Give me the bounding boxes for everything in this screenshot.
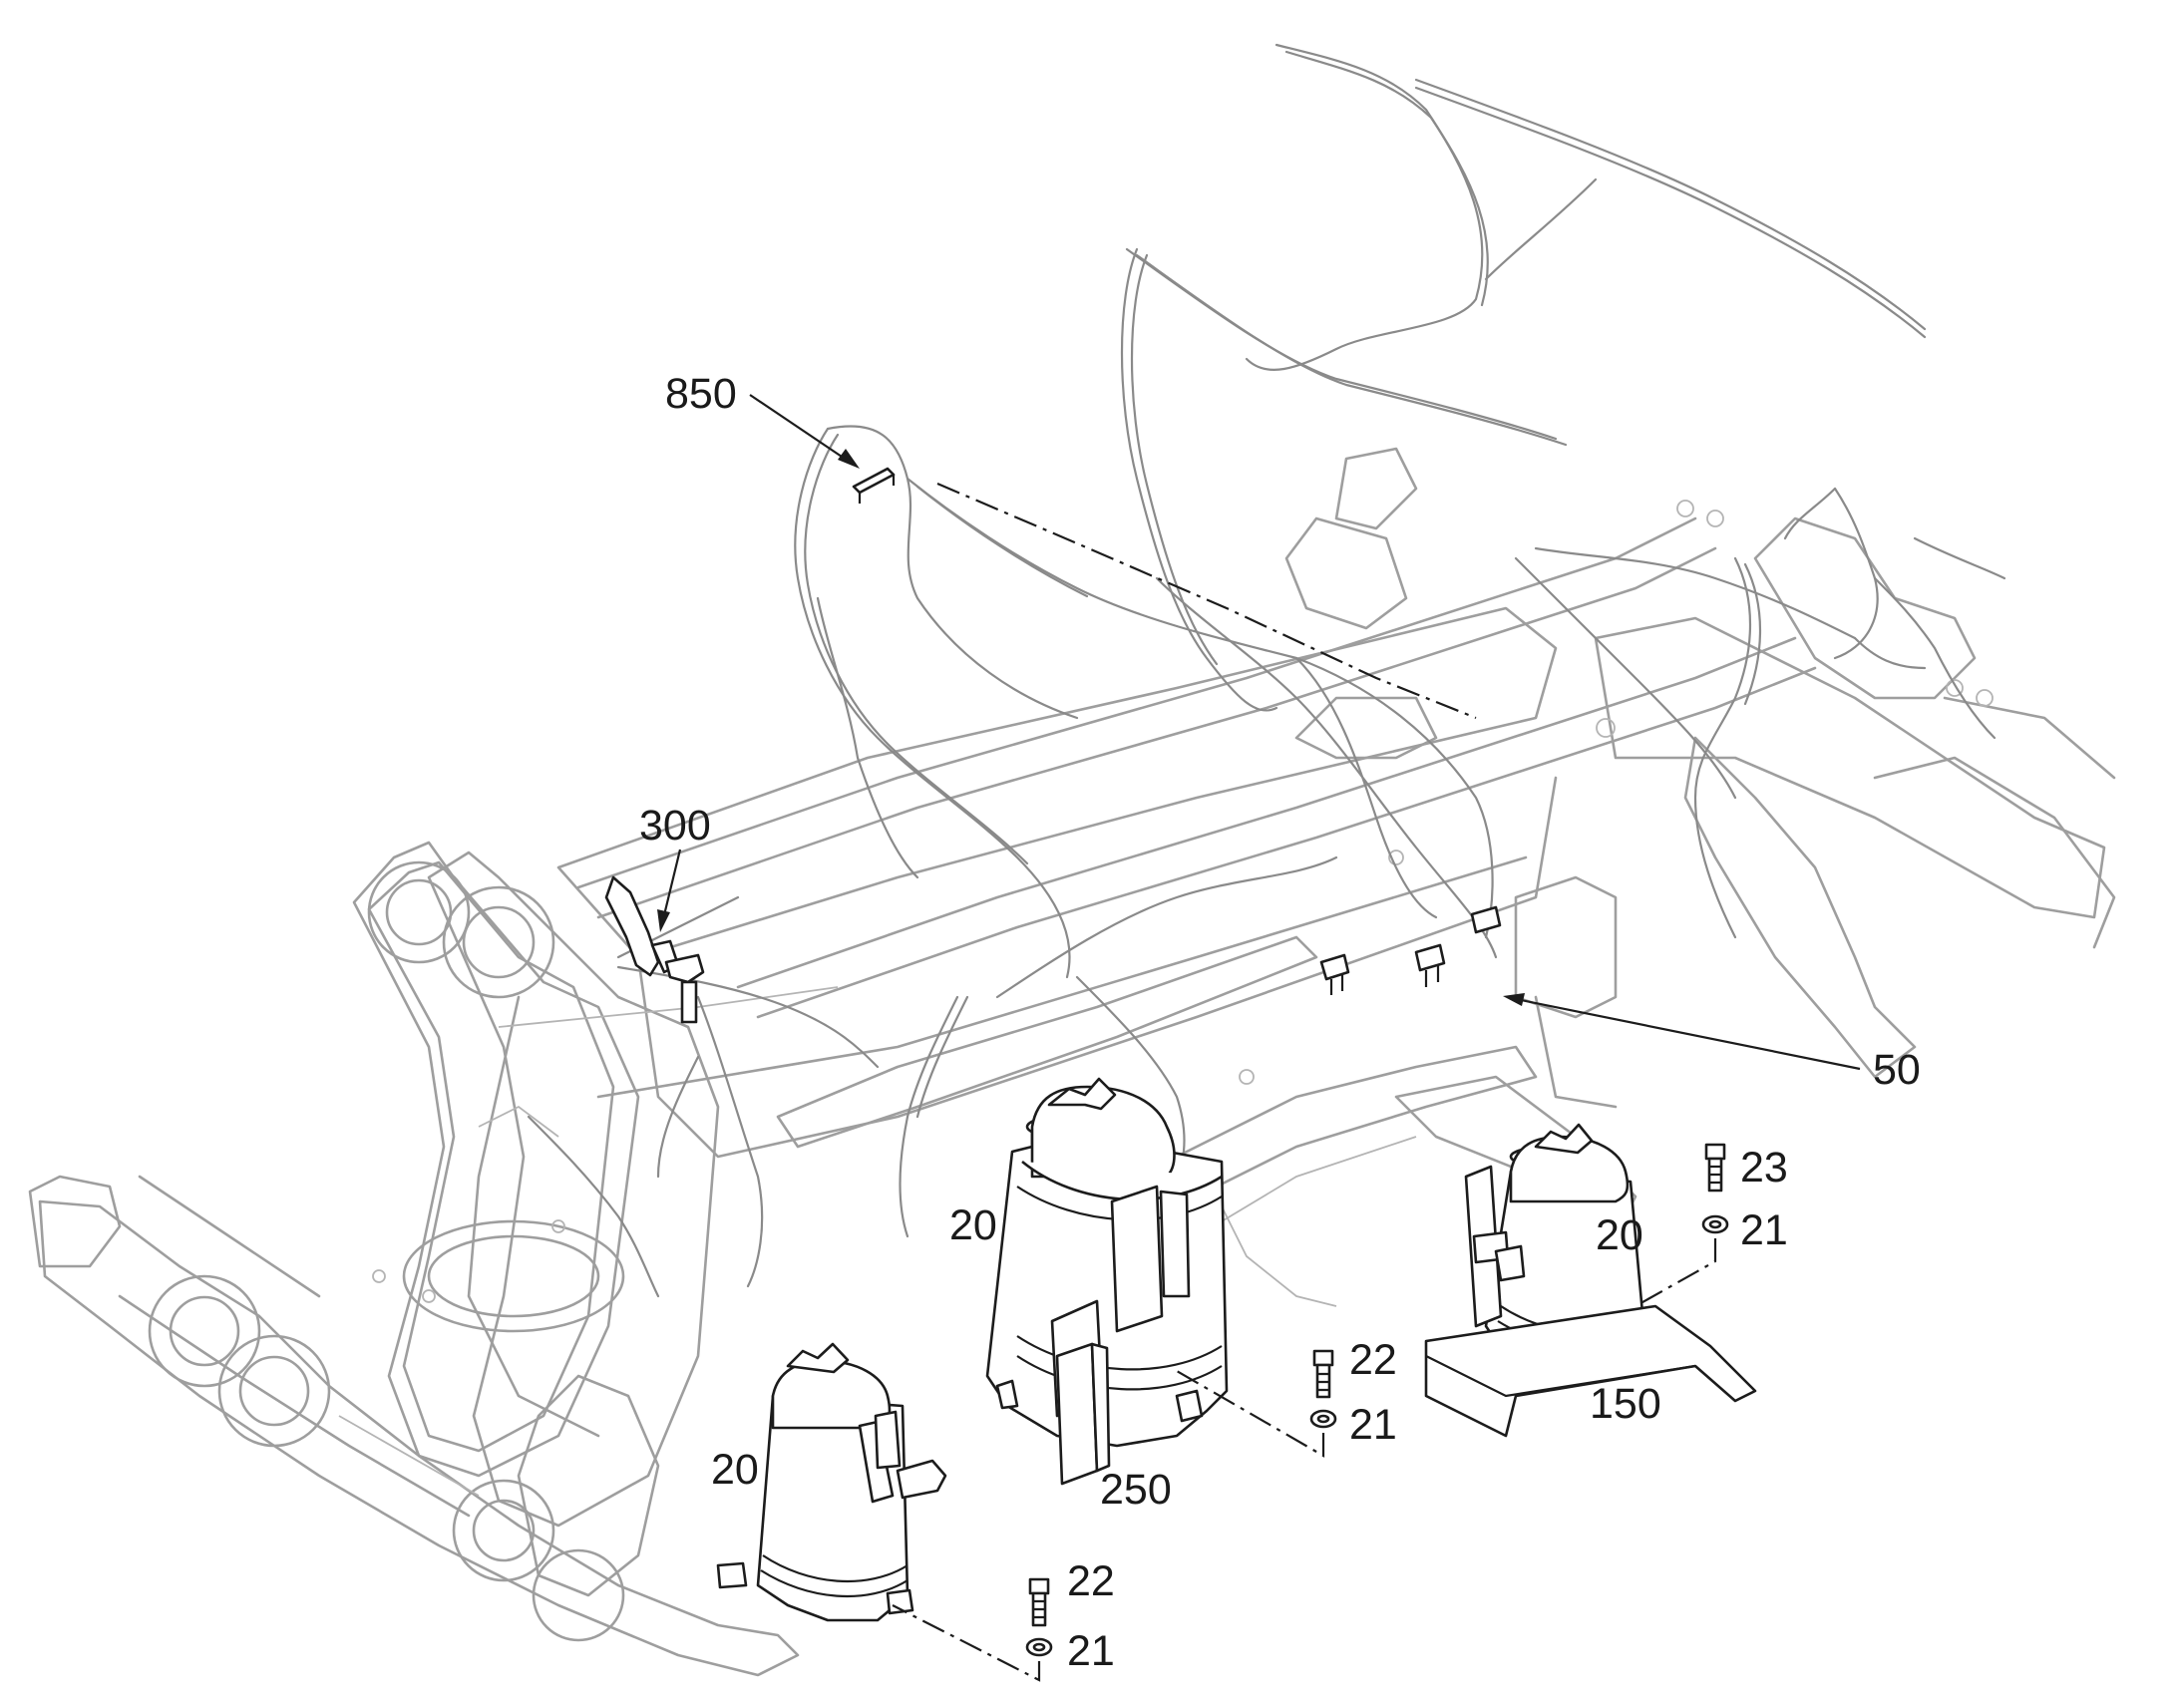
part-150-base xyxy=(1424,1304,1757,1438)
machine-frame xyxy=(28,447,2116,1677)
part-300-mount xyxy=(604,875,705,1024)
callout-20-center: 20 xyxy=(949,1201,997,1249)
washer-21-right xyxy=(1701,1214,1729,1234)
callout-21-mid: 21 xyxy=(1349,1401,1397,1449)
compressor-20-left xyxy=(716,1342,947,1622)
callout-250: 250 xyxy=(1100,1466,1172,1514)
bolt-22-bottom xyxy=(1028,1577,1050,1627)
part-850-bracket xyxy=(852,467,896,504)
callout-21-bottom: 21 xyxy=(1067,1627,1115,1675)
washer-21-bottom xyxy=(1025,1637,1053,1657)
wiring-harness xyxy=(527,43,2006,1298)
callout-150: 150 xyxy=(1590,1380,1661,1428)
callout-22-bottom: 22 xyxy=(1067,1557,1115,1605)
compressor-20-center xyxy=(985,1077,1229,1448)
callout-20-left: 20 xyxy=(711,1446,759,1494)
callout-300: 300 xyxy=(639,802,711,850)
washer-21-mid xyxy=(1309,1409,1337,1429)
callout-21-right: 21 xyxy=(1740,1206,1788,1254)
part-250-bracket xyxy=(1055,1342,1111,1486)
callout-50: 50 xyxy=(1873,1046,1921,1094)
bolt-23 xyxy=(1704,1143,1726,1193)
part-50-sensors xyxy=(1319,905,1502,995)
bolt-22-mid xyxy=(1312,1349,1334,1399)
callout-850: 850 xyxy=(665,370,737,418)
callout-23: 23 xyxy=(1740,1144,1788,1192)
callout-labels: 850 300 50 20 20 20 23 21 22 21 150 250 … xyxy=(639,370,1921,1675)
leader-lines xyxy=(657,394,1861,1071)
callout-20-right: 20 xyxy=(1596,1211,1643,1259)
assembly-lines xyxy=(892,482,1717,1682)
callout-22-mid: 22 xyxy=(1349,1336,1397,1384)
